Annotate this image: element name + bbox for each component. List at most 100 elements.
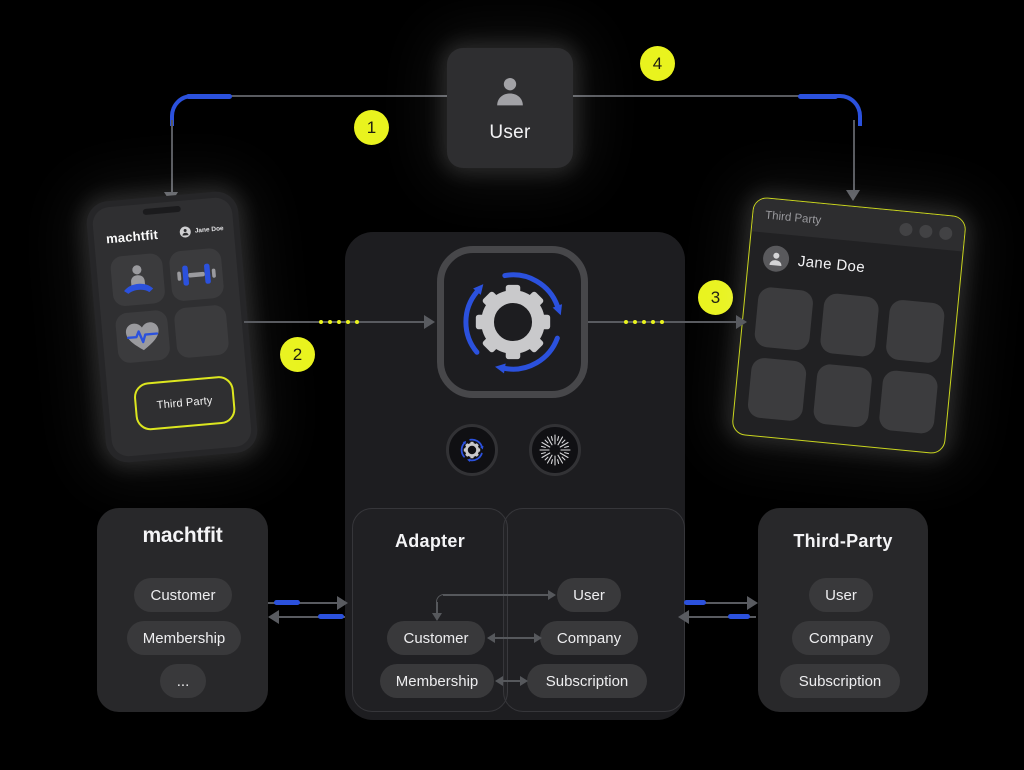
- data-packet-blue: [318, 614, 344, 619]
- adapter-left-box: [352, 508, 508, 712]
- connector-corner: [834, 94, 862, 126]
- connector-adapter-to-thirdparty: [685, 602, 749, 604]
- avatar-icon: [179, 226, 192, 238]
- entity-pill: Subscription: [527, 664, 647, 698]
- window-control-icon[interactable]: [898, 221, 914, 237]
- entity-pill: User: [809, 578, 873, 612]
- window-user-name: Jane Doe: [797, 252, 866, 276]
- arrowhead-left-icon: [678, 610, 689, 624]
- yellow-dot: [328, 320, 332, 324]
- adapter-title: Adapter: [394, 531, 466, 551]
- entity-pill: Company: [792, 621, 890, 655]
- gear-sync-icon: [462, 272, 562, 374]
- placeholder-tile[interactable]: [878, 369, 939, 435]
- health-tile[interactable]: [114, 309, 171, 364]
- connector-phone-to-adapter: [244, 321, 424, 323]
- entity-pill: Membership: [127, 621, 241, 655]
- connector-corner: [436, 594, 447, 605]
- yellow-dot: [337, 320, 341, 324]
- yellow-dot: [346, 320, 350, 324]
- placeholder-tile[interactable]: [812, 363, 873, 429]
- empty-tile[interactable]: [173, 304, 230, 359]
- machtfit-box-title: machtfit: [142, 524, 223, 547]
- window-user-row: Jane Doe: [761, 244, 866, 281]
- step-badge-3: 3: [698, 280, 733, 315]
- window-controls: [898, 221, 953, 240]
- heart-pulse-icon: [125, 322, 159, 351]
- arrowhead-right-icon: [424, 315, 435, 329]
- machtfit-logo: machtfit: [105, 226, 159, 247]
- yellow-dot: [355, 320, 359, 324]
- arrowhead-down-icon: [846, 190, 860, 201]
- placeholder-tile[interactable]: [819, 292, 880, 358]
- phone-app-grid: [109, 247, 231, 364]
- arrowhead-right-icon: [747, 596, 758, 610]
- phone-header: machtfit Jane Doe: [105, 221, 224, 246]
- arrowhead-right-icon: [736, 315, 747, 329]
- workout-tile[interactable]: [168, 247, 225, 302]
- connector-machtfit-to-adapter: [268, 602, 338, 604]
- window-control-icon[interactable]: [918, 223, 934, 239]
- user-node: User: [447, 48, 573, 168]
- meditation-tile[interactable]: [109, 252, 166, 307]
- connector-corner: [170, 94, 198, 126]
- placeholder-tile[interactable]: [884, 298, 946, 364]
- account-chip[interactable]: Jane Doe: [179, 223, 224, 238]
- arrowhead-left-icon: [268, 610, 279, 624]
- phone-screen: machtfit Jane Doe: [91, 196, 253, 458]
- step-badge-1: 1: [354, 110, 389, 145]
- starburst-icon: [539, 434, 571, 466]
- data-packet-blue: [274, 600, 300, 605]
- step-badge-2: 2: [280, 337, 315, 372]
- mapping-vertical: [436, 602, 438, 613]
- placeholder-tile[interactable]: [753, 286, 815, 352]
- avatar-icon: [761, 244, 791, 273]
- arrowhead-left-icon: [487, 633, 495, 643]
- yellow-dot: [624, 320, 628, 324]
- mapping-membership-subscription: [500, 680, 522, 682]
- entity-pill: Subscription: [780, 664, 900, 698]
- entity-pill: Customer: [134, 578, 232, 612]
- third-party-button[interactable]: Third Party: [132, 374, 237, 432]
- entity-pill: Membership: [380, 664, 494, 698]
- arrowhead-right-icon: [548, 590, 556, 600]
- connector-user-to-phone: [230, 95, 447, 97]
- meditation-icon: [124, 265, 154, 294]
- account-name: Jane Doe: [194, 225, 224, 235]
- yellow-dot: [660, 320, 664, 324]
- connector-user-to-phone-vertical: [171, 120, 173, 192]
- third-party-window: Third Party Jane Doe: [731, 196, 967, 455]
- sync-mini-badge: [446, 424, 498, 476]
- starburst-mini-badge: [529, 424, 581, 476]
- arrowhead-right-icon: [520, 676, 528, 686]
- entity-pill: User: [557, 578, 621, 612]
- phone-notch-icon: [142, 205, 181, 216]
- yellow-dot: [651, 320, 655, 324]
- entity-pill: Customer: [387, 621, 485, 655]
- phone-mockup: machtfit Jane Doe: [84, 189, 260, 465]
- placeholder-tile[interactable]: [746, 356, 808, 422]
- mapping-customer-company: [492, 637, 536, 639]
- gear-sync-icon: [460, 438, 484, 463]
- yellow-dot: [633, 320, 637, 324]
- person-icon: [497, 78, 523, 106]
- window-title: Third Party: [764, 209, 822, 227]
- window-control-icon[interactable]: [938, 225, 953, 240]
- third-party-box-title: Third-Party: [793, 531, 893, 551]
- step-badge-4: 4: [640, 46, 675, 81]
- connector-thirdparty-to-adapter: [689, 616, 756, 618]
- connector-blue-segment: [798, 94, 838, 99]
- connector-user-to-window-vertical: [853, 120, 855, 190]
- dumbbell-icon: [177, 263, 216, 286]
- window-app-grid: [746, 286, 947, 435]
- arrowhead-left-icon: [495, 676, 503, 686]
- data-packet-blue: [728, 614, 750, 619]
- entity-pill: Company: [540, 621, 638, 655]
- yellow-dot: [642, 320, 646, 324]
- data-packet-blue: [684, 600, 706, 605]
- window-title-bar: Third Party: [751, 197, 966, 252]
- connector-user-to-window: [573, 95, 800, 97]
- user-node-label: User: [489, 122, 531, 143]
- connector-adapter-to-machtfit: [279, 616, 345, 618]
- arrowhead-right-icon: [337, 596, 348, 610]
